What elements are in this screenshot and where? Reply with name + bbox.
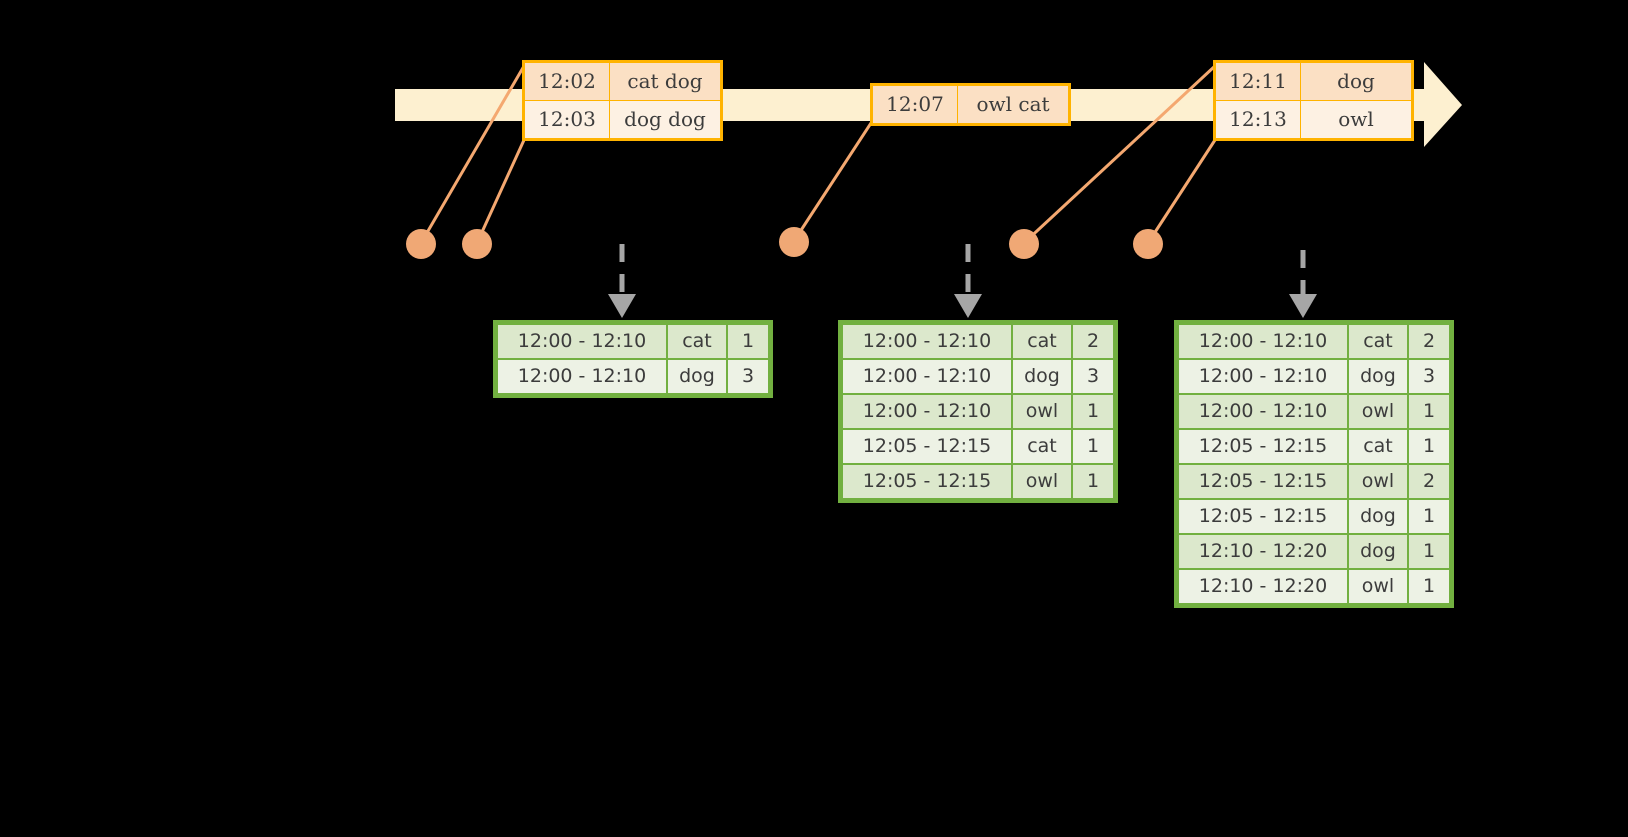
table-row[interactable]: 12:10 - 12:20 dog 1 (1179, 535, 1449, 568)
count-cell: 1 (1409, 395, 1449, 428)
event-time: 12:11 (1214, 61, 1301, 101)
window-cell: 12:05 - 12:15 (843, 465, 1011, 498)
table-row[interactable]: 12:10 - 12:20 owl 1 (1179, 570, 1449, 603)
event-row[interactable]: 12:03 dog dog (523, 100, 722, 140)
event-group-2[interactable]: 12:07 owl cat (870, 83, 1071, 126)
connector-line-2 (475, 139, 526, 244)
count-cell: 3 (1073, 360, 1113, 393)
count-cell: 1 (728, 325, 768, 358)
count-cell: 1 (1073, 395, 1113, 428)
connector-line-1 (419, 65, 526, 244)
event-group-3[interactable]: 12:11 dog 12:13 owl (1213, 60, 1414, 141)
connector-line-5 (1146, 139, 1217, 244)
table-row[interactable]: 12:00 - 12:10 dog 3 (498, 360, 768, 393)
word-cell: dog (1349, 500, 1407, 533)
table-row[interactable]: 12:00 - 12:10 owl 1 (1179, 395, 1449, 428)
event-row[interactable]: 12:02 cat dog (523, 61, 722, 101)
event-dot-5 (1133, 229, 1163, 259)
count-cell: 1 (1409, 570, 1449, 603)
word-cell: cat (1349, 325, 1407, 358)
event-time: 12:07 (871, 84, 958, 125)
word-cell: cat (1013, 325, 1071, 358)
word-cell: cat (1349, 430, 1407, 463)
event-time: 12:13 (1214, 100, 1301, 140)
count-cell: 1 (1409, 535, 1449, 568)
window-cell: 12:00 - 12:10 (843, 395, 1011, 428)
dashed-arrow-head-1 (608, 294, 636, 318)
window-cell: 12:00 - 12:10 (1179, 325, 1347, 358)
count-cell: 1 (1409, 430, 1449, 463)
event-words: owl (1300, 100, 1413, 140)
dashed-arrow-head-2 (954, 294, 982, 318)
table-row[interactable]: 12:00 - 12:10 cat 2 (1179, 325, 1449, 358)
event-words: cat dog (609, 61, 722, 101)
result-table-3[interactable]: 12:00 - 12:10 cat 2 12:00 - 12:10 dog 3 … (1174, 320, 1454, 608)
table-row[interactable]: 12:05 - 12:15 cat 1 (1179, 430, 1449, 463)
window-cell: 12:05 - 12:15 (843, 430, 1011, 463)
count-cell: 3 (1409, 360, 1449, 393)
table-row[interactable]: 12:00 - 12:10 cat 1 (498, 325, 768, 358)
table-row[interactable]: 12:05 - 12:15 owl 2 (1179, 465, 1449, 498)
window-cell: 12:05 - 12:15 (1179, 500, 1347, 533)
event-row[interactable]: 12:13 owl (1214, 100, 1413, 140)
window-cell: 12:00 - 12:10 (498, 360, 666, 393)
window-cell: 12:05 - 12:15 (1179, 465, 1347, 498)
result-table-2[interactable]: 12:00 - 12:10 cat 2 12:00 - 12:10 dog 3 … (838, 320, 1118, 503)
count-cell: 2 (1409, 465, 1449, 498)
count-cell: 1 (1073, 465, 1113, 498)
connector-line-3 (792, 119, 875, 242)
window-cell: 12:00 - 12:10 (1179, 395, 1347, 428)
word-cell: cat (668, 325, 726, 358)
word-cell: dog (668, 360, 726, 393)
event-words: dog (1300, 61, 1413, 101)
word-cell: owl (1013, 465, 1071, 498)
table-row[interactable]: 12:00 - 12:10 owl 1 (843, 395, 1113, 428)
count-cell: 2 (1409, 325, 1449, 358)
event-words: owl cat (957, 84, 1070, 125)
event-row[interactable]: 12:11 dog (1214, 61, 1413, 101)
word-cell: dog (1349, 360, 1407, 393)
word-cell: dog (1013, 360, 1071, 393)
count-cell: 3 (728, 360, 768, 393)
table-row[interactable]: 12:00 - 12:10 cat 2 (843, 325, 1113, 358)
window-cell: 12:00 - 12:10 (843, 360, 1011, 393)
word-cell: cat (1013, 430, 1071, 463)
window-cell: 12:00 - 12:10 (1179, 360, 1347, 393)
table-row[interactable]: 12:05 - 12:15 dog 1 (1179, 500, 1449, 533)
event-dot-1 (406, 229, 436, 259)
event-words: dog dog (609, 100, 722, 140)
window-cell: 12:10 - 12:20 (1179, 570, 1347, 603)
word-cell: owl (1013, 395, 1071, 428)
event-row[interactable]: 12:07 owl cat (871, 84, 1070, 125)
window-cell: 12:10 - 12:20 (1179, 535, 1347, 568)
result-table-1[interactable]: 12:00 - 12:10 cat 1 12:00 - 12:10 dog 3 (493, 320, 773, 398)
event-dot-3 (779, 227, 809, 257)
event-dot-4 (1009, 229, 1039, 259)
table-row[interactable]: 12:05 - 12:15 owl 1 (843, 465, 1113, 498)
window-cell: 12:05 - 12:15 (1179, 430, 1347, 463)
word-cell: dog (1349, 535, 1407, 568)
count-cell: 2 (1073, 325, 1113, 358)
count-cell: 1 (1409, 500, 1449, 533)
window-cell: 12:00 - 12:10 (498, 325, 666, 358)
word-cell: owl (1349, 395, 1407, 428)
count-cell: 1 (1073, 430, 1113, 463)
event-dot-2 (462, 229, 492, 259)
event-group-1[interactable]: 12:02 cat dog 12:03 dog dog (522, 60, 723, 141)
event-time: 12:02 (523, 61, 610, 101)
window-cell: 12:00 - 12:10 (843, 325, 1011, 358)
word-cell: owl (1349, 570, 1407, 603)
table-row[interactable]: 12:05 - 12:15 cat 1 (843, 430, 1113, 463)
table-row[interactable]: 12:00 - 12:10 dog 3 (843, 360, 1113, 393)
word-cell: owl (1349, 465, 1407, 498)
event-time: 12:03 (523, 100, 610, 140)
dashed-arrow-head-3 (1289, 294, 1317, 318)
table-row[interactable]: 12:00 - 12:10 dog 3 (1179, 360, 1449, 393)
